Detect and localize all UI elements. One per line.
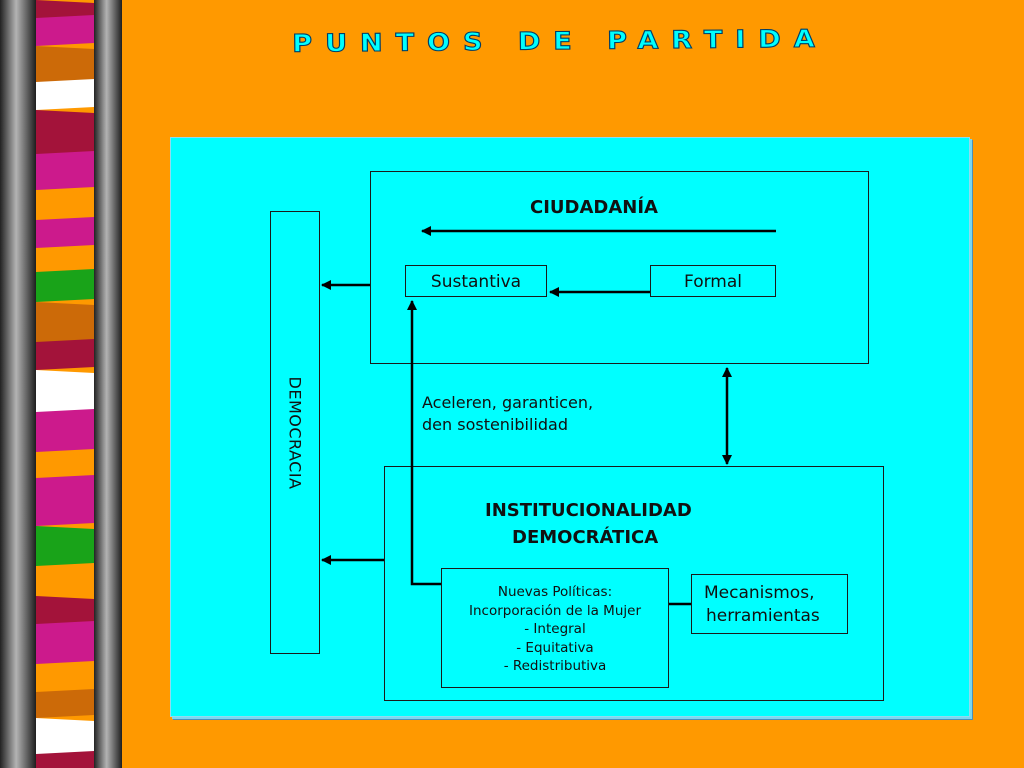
stripe <box>36 269 94 302</box>
stripe <box>36 718 94 757</box>
nuevas-politicas-line3: - Integral <box>524 621 586 637</box>
aceleren-label-line1: Aceleren, garanticen, <box>422 393 594 412</box>
stripe-column <box>36 0 94 768</box>
stripe <box>36 664 94 695</box>
stripe <box>36 452 94 481</box>
nuevas-politicas-box: Nuevas Políticas: Incorporación de la Mu… <box>441 568 669 688</box>
stripe <box>36 475 94 526</box>
aceleren-label-line2: den sostenibilidad <box>422 415 568 434</box>
sustantiva-label: Sustantiva <box>430 272 522 292</box>
stripe <box>36 190 94 223</box>
mecanismos-line1: Mecanismos, <box>704 583 815 603</box>
stripe <box>36 46 94 85</box>
stripe <box>36 409 94 452</box>
stripe <box>36 248 94 275</box>
democracia-label: DEMOCRACIA <box>285 376 305 489</box>
stripe <box>36 15 94 46</box>
stripe <box>36 370 94 415</box>
formal-box: Formal <box>650 265 776 297</box>
stripe <box>36 526 94 569</box>
slide-decoration <box>0 0 122 768</box>
slide-title: PUNTOS DE PARTIDA <box>292 25 829 59</box>
ciudadania-title: CIUDADANÍA <box>530 197 658 218</box>
sustantiva-box: Sustantiva <box>405 265 547 297</box>
stripe <box>36 110 94 157</box>
stripe <box>36 217 94 248</box>
institucionalidad-title-line2: DEMOCRÁTICA <box>512 527 659 548</box>
nuevas-politicas-line1: Nuevas Políticas: <box>497 584 613 600</box>
stripe <box>36 339 94 370</box>
stripe <box>36 302 94 345</box>
stripe <box>36 563 94 596</box>
formal-label: Formal <box>684 272 742 292</box>
institucionalidad-title-line1: INSTITUCIONALIDAD <box>485 500 692 521</box>
nuevas-politicas-line5: - Redistributiva <box>503 658 607 674</box>
democracia-box: DEMOCRACIA <box>270 211 320 654</box>
stripe <box>36 621 94 664</box>
stripe <box>36 79 94 110</box>
stripe <box>36 151 94 190</box>
mecanismos-line2: herramientas <box>706 606 820 626</box>
nuevas-politicas-line2: Incorporación de la Mujer <box>469 602 641 619</box>
stripe <box>36 596 94 627</box>
mecanismos-box: Mecanismos, herramientas <box>691 574 848 634</box>
nuevas-politicas-line4: - Equitativa <box>516 639 594 656</box>
stripe <box>36 751 94 768</box>
stripe <box>36 689 94 718</box>
